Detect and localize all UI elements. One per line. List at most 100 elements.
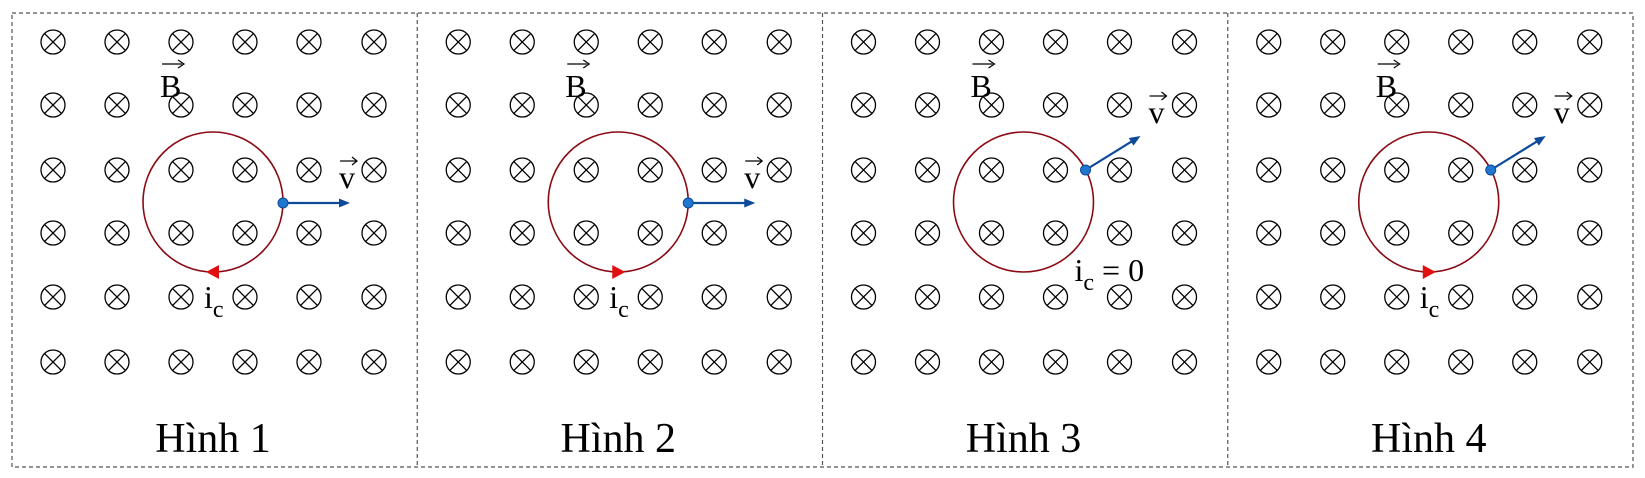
field-cross — [1175, 288, 1194, 306]
field-circle — [1042, 29, 1069, 55]
field-cross — [918, 33, 937, 51]
field-cross — [918, 96, 937, 114]
field-circle — [1320, 284, 1346, 310]
field-into-page-icon — [232, 349, 258, 375]
conducting-loop — [547, 131, 690, 273]
field-into-page-icon — [104, 92, 130, 118]
field-into-page-icon — [40, 220, 66, 246]
field-into-page-icon — [573, 92, 599, 118]
field-cross — [44, 33, 62, 51]
field-cross — [577, 224, 596, 242]
field-into-page-icon — [1042, 92, 1069, 118]
field-cross — [1580, 224, 1599, 242]
field-circle — [1042, 349, 1069, 375]
field-circle — [637, 29, 663, 55]
field-circle — [573, 284, 599, 310]
field-circle — [1448, 349, 1474, 375]
field-into-page-icon — [850, 220, 877, 246]
field-circle — [1512, 284, 1538, 310]
field-circle — [766, 92, 792, 118]
vector-arrow-icon — [351, 156, 358, 166]
field-cross — [108, 224, 126, 242]
field-into-page-icon — [104, 220, 130, 246]
field-cross — [172, 353, 190, 371]
field-cross — [1580, 288, 1599, 306]
field-into-page-icon — [1256, 220, 1282, 246]
field-circle — [701, 220, 727, 246]
field-cross — [365, 96, 383, 114]
field-into-page-icon — [1171, 220, 1198, 246]
field-cross — [705, 224, 724, 242]
current-subscript: c — [213, 297, 224, 323]
field-into-page-icon — [1256, 349, 1282, 375]
field-circle — [361, 220, 387, 246]
field-into-page-icon — [1384, 92, 1410, 118]
field-circle — [445, 284, 471, 310]
vector-arrow-icon — [1161, 91, 1168, 101]
field-into-page-icon — [573, 284, 599, 310]
field-circle — [978, 349, 1005, 375]
field-into-page-icon — [1171, 92, 1198, 118]
field-into-page-icon — [701, 220, 727, 246]
field-circle — [1171, 29, 1198, 55]
field-cross — [172, 33, 190, 51]
field-circle — [637, 220, 663, 246]
field-into-page-icon — [168, 29, 194, 55]
field-cross — [982, 33, 1001, 51]
field-circle — [509, 220, 535, 246]
field-into-page-icon — [509, 92, 535, 118]
panel-caption: Hình 1 — [155, 416, 271, 462]
field-cross — [1323, 96, 1342, 114]
field-into-page-icon — [978, 284, 1005, 310]
field-into-page-icon — [361, 349, 387, 375]
field-circle — [573, 220, 599, 246]
conducting-loop — [952, 131, 1095, 273]
field-cross — [1515, 96, 1534, 114]
field-circle — [232, 220, 258, 246]
field-cross — [236, 96, 254, 114]
field-circle — [1384, 157, 1410, 183]
field-circle — [232, 29, 258, 55]
field-circle — [40, 220, 66, 246]
field-circle — [1320, 29, 1346, 55]
field-cross — [365, 33, 383, 51]
field-into-page-icon — [914, 220, 941, 246]
field-into-page-icon — [1448, 284, 1474, 310]
field-into-page-icon — [637, 29, 663, 55]
current-label: ic — [204, 279, 224, 323]
field-cross — [236, 288, 254, 306]
field-circle — [1384, 349, 1410, 375]
field-circle — [361, 157, 387, 183]
current-direction-arrow-icon — [612, 265, 626, 279]
field-cross — [1580, 33, 1599, 51]
field-circle — [104, 220, 130, 246]
field-cross — [982, 288, 1001, 306]
field-into-page-icon — [445, 29, 471, 55]
field-circle — [850, 157, 877, 183]
field-cross — [172, 96, 190, 114]
field-cross — [770, 353, 789, 371]
field-circle — [168, 220, 194, 246]
field-cross — [1323, 224, 1342, 242]
field-cross — [1175, 96, 1194, 114]
vector-arrow-icon — [988, 59, 996, 69]
field-circle — [1512, 92, 1538, 118]
field-label: B — [565, 68, 586, 104]
field-into-page-icon — [1448, 349, 1474, 375]
field-cross — [44, 288, 62, 306]
field-cross — [236, 224, 254, 242]
field-circle — [168, 157, 194, 183]
velocity-vector — [1084, 139, 1135, 171]
field-circle — [1448, 220, 1474, 246]
field-into-page-icon — [1448, 92, 1474, 118]
field-into-page-icon — [1577, 284, 1603, 310]
field-circle — [232, 349, 258, 375]
field-cross — [1110, 161, 1129, 179]
field-circle — [1320, 220, 1346, 246]
field-cross — [1110, 33, 1129, 51]
field-cross — [1451, 224, 1470, 242]
current-subscript: c — [1083, 270, 1094, 296]
current-direction-arrow-icon — [206, 265, 219, 279]
